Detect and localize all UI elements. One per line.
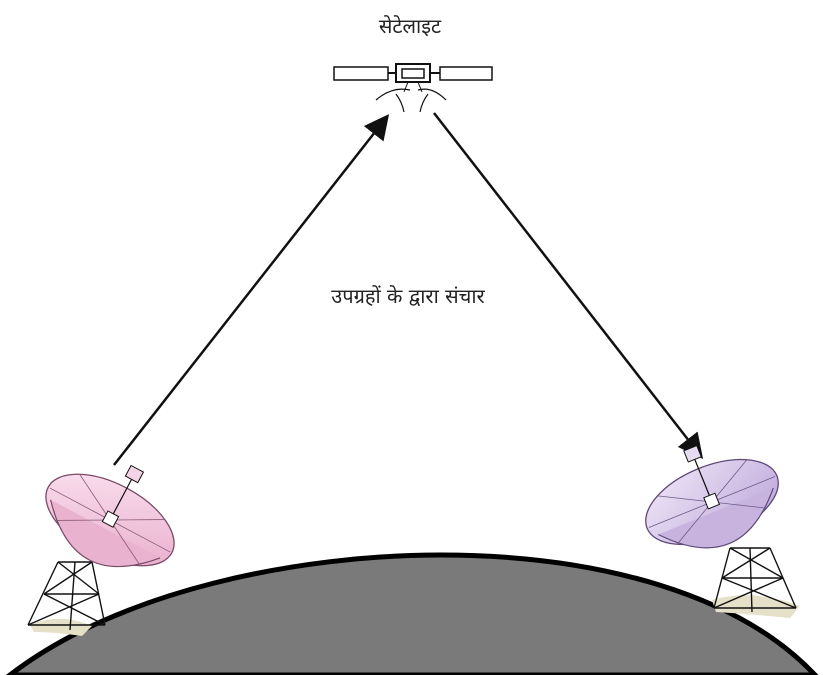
satellite-icon <box>334 64 492 112</box>
diagram-caption: उपग्रहों के द्वारा संचार <box>331 284 485 308</box>
earth-surface <box>10 555 815 675</box>
satellite-label: सेटेलाइट <box>379 14 442 38</box>
